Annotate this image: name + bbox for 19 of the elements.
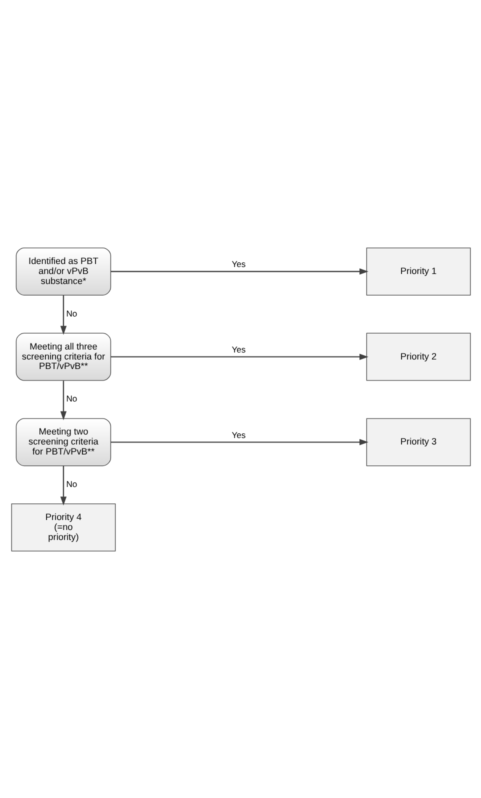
edge-label: No — [66, 478, 77, 489]
node-box: Priority 3 — [366, 418, 470, 466]
arrow — [60, 380, 66, 420]
node-box: Priority 2 — [366, 332, 470, 380]
edge-label: No — [66, 393, 77, 404]
edge-label: No — [66, 308, 77, 318]
node-box: Identified as PBT and/or vPvB substance* — [15, 247, 111, 295]
edge-label: Yes — [231, 429, 246, 440]
arrow — [110, 438, 368, 445]
edge-label: Yes — [231, 258, 246, 269]
node-box: Priority 4 (=no priority) — [10, 503, 116, 551]
node-box: Meeting all three screening criteria for PBT/vPvB** — [15, 332, 111, 380]
node-box: Priority 1 — [366, 247, 470, 295]
edge-label: Yes — [231, 344, 246, 354]
node-box: Meeting two screening criteria for PBT/vPvB** — [15, 418, 111, 466]
arrow — [60, 466, 66, 505]
arrow — [110, 353, 368, 360]
arrow — [60, 294, 66, 334]
arrow — [110, 268, 368, 274]
